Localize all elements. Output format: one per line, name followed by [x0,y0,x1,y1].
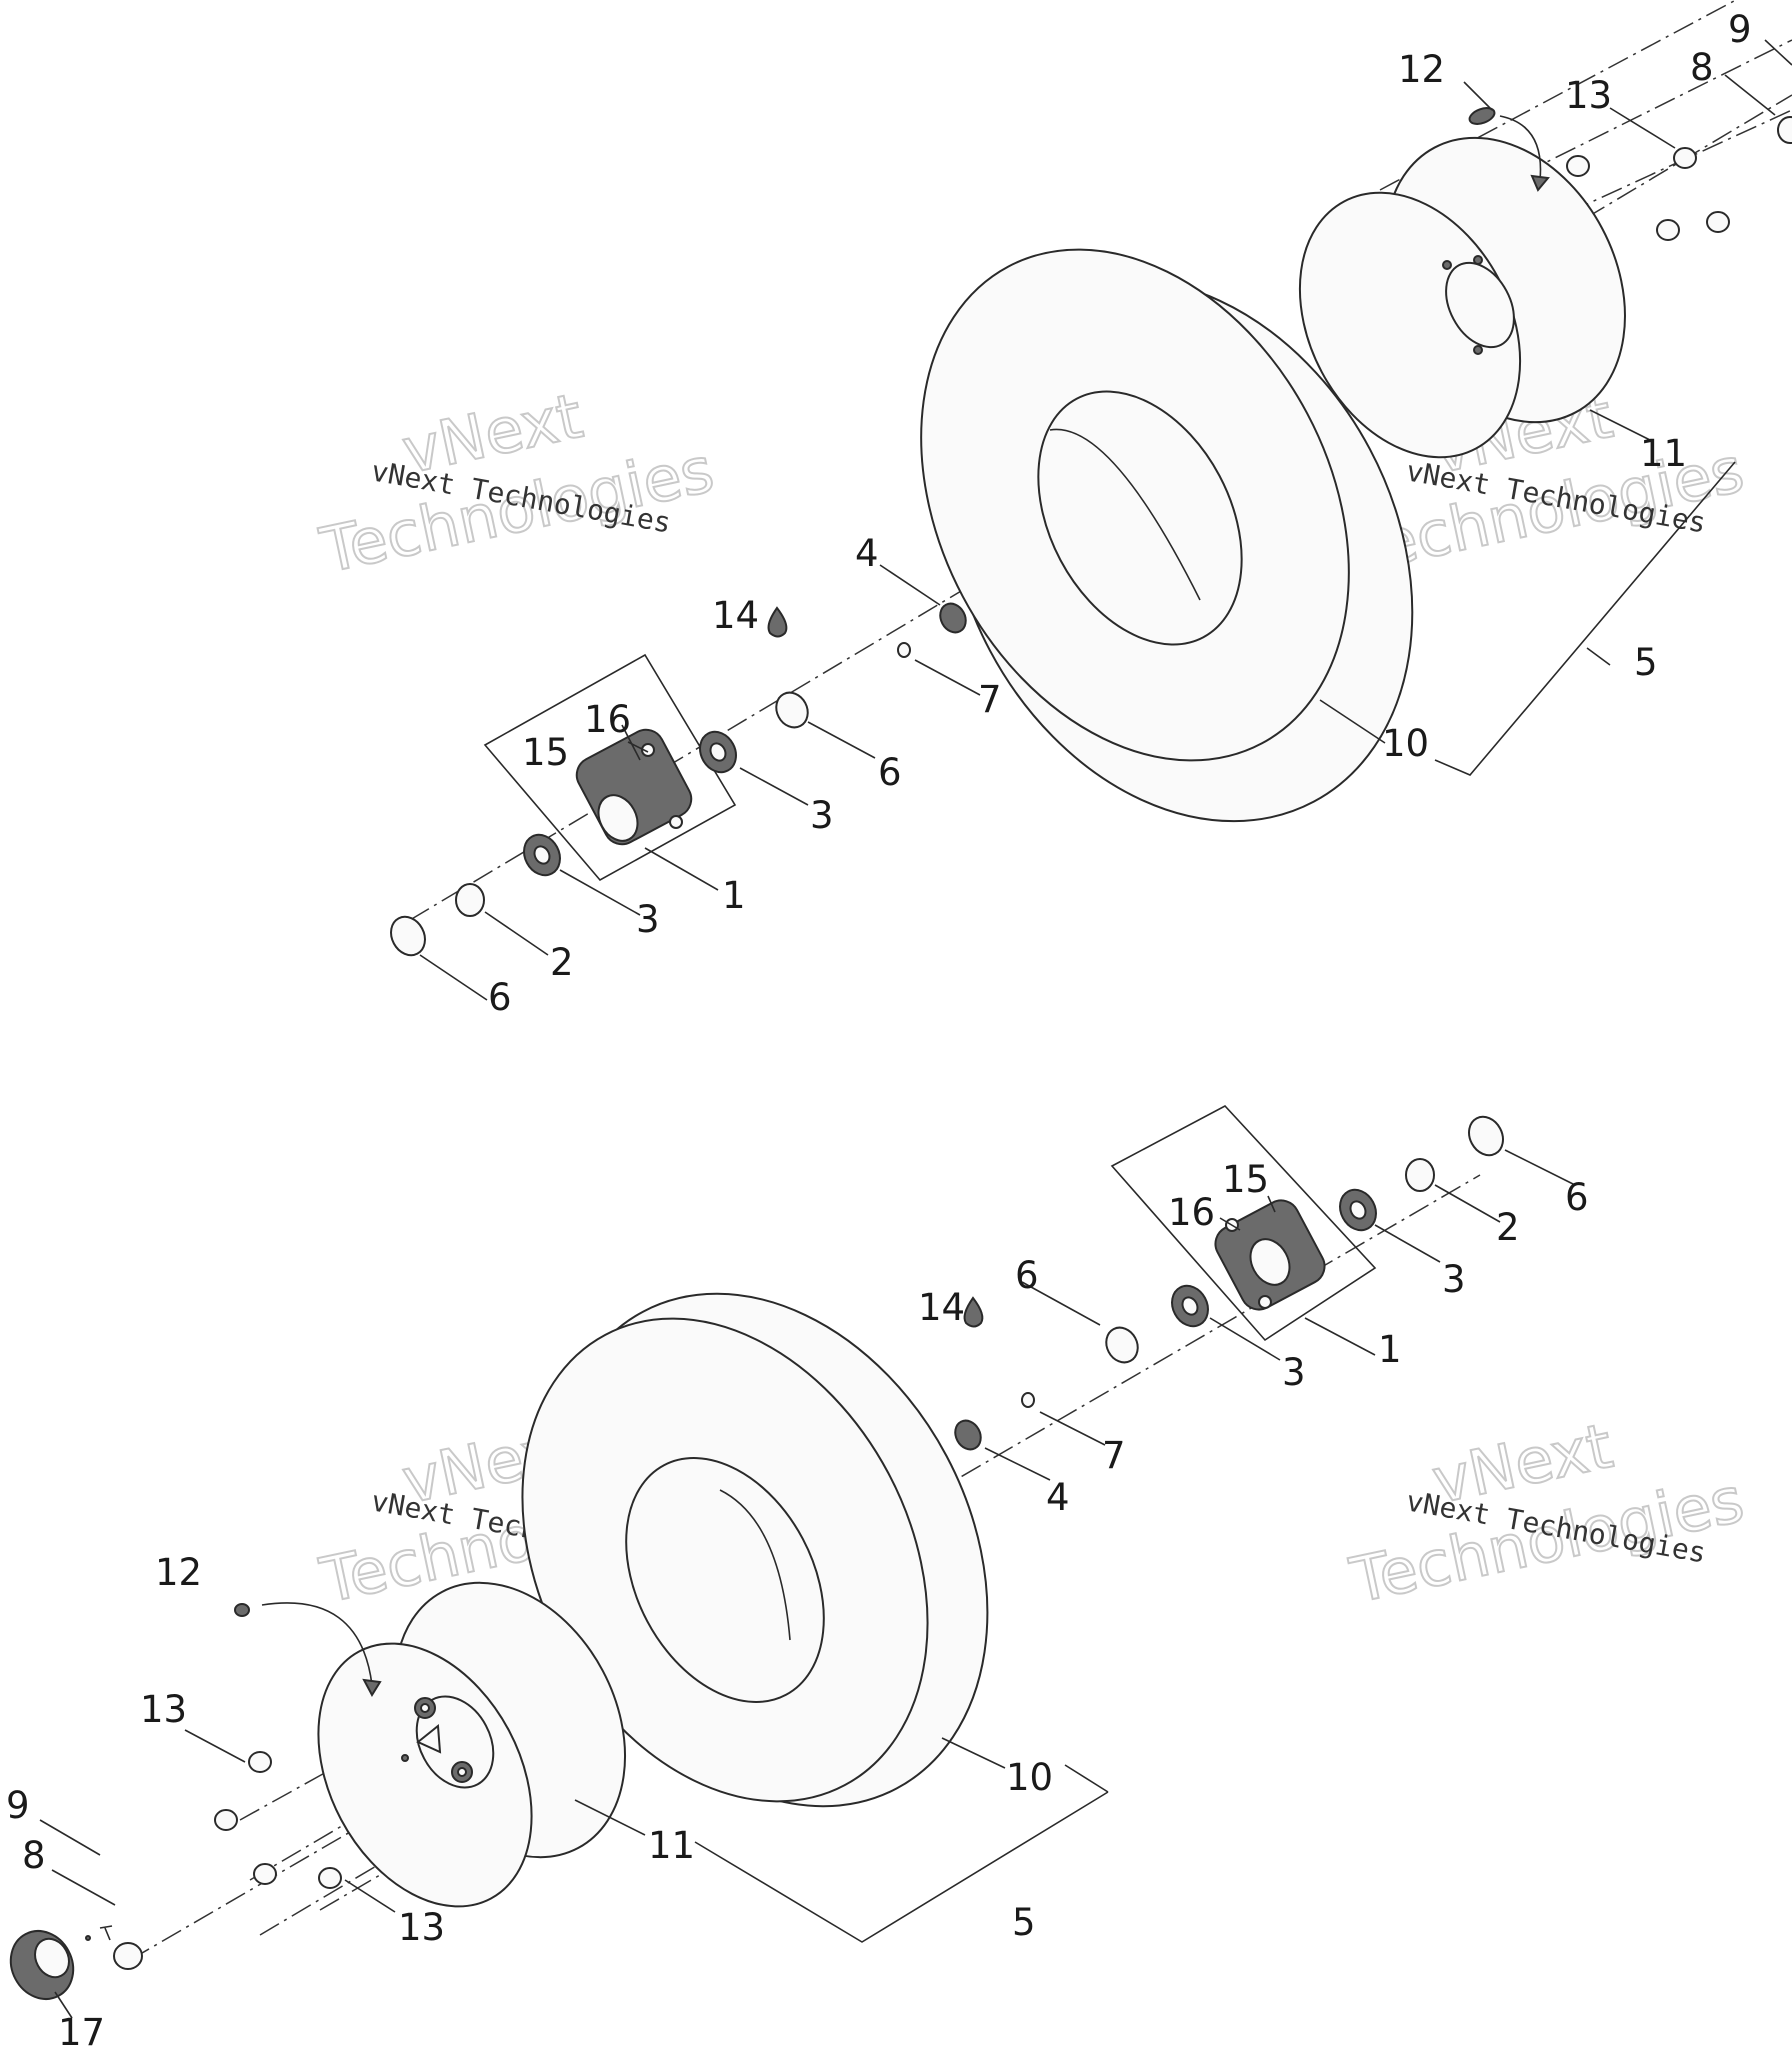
top-wheel-nuts [1468,107,1792,241]
top-callout-16: 16 [584,698,631,741]
bottom-grease-drop-icon [963,1296,984,1328]
top-callout-10: 10 [1382,722,1429,765]
bottom-callout-13a: 13 [140,1688,187,1731]
bottom-callout-15: 15 [1222,1158,1269,1201]
top-callout-7: 7 [978,678,1002,721]
bottom-callout-8: 8 [22,1834,46,1877]
bottom-callout-4: 4 [1046,1476,1070,1519]
bottom-callout-11: 11 [648,1824,695,1867]
watermark-top-left: vNext Technologies [313,378,721,588]
bottom-callout-3a: 3 [1442,1258,1466,1301]
top-washer [939,602,967,634]
bottom-callout-7: 7 [1102,1434,1126,1477]
bottom-callout-9: 9 [6,1784,30,1827]
bottom-wheel-assembly: 6 2 15 16 3 1 3 6 14 7 4 10 11 5 12 13 1… [6,1105,1589,2048]
bottom-assembly-bracket [694,1791,1109,1943]
top-hub-box [483,653,737,882]
bottom-callout-6b: 6 [1015,1254,1039,1297]
bottom-callout-14: 14 [918,1286,965,1329]
bottom-callout-5: 5 [1012,1901,1036,1944]
top-seal-outer [775,691,809,729]
top-callout-1: 1 [722,874,746,917]
bottom-callout-12: 12 [155,1551,202,1594]
bottom-hub-box [1110,1105,1377,1342]
top-callout-5: 5 [1634,641,1658,684]
top-callout-2: 2 [550,941,574,984]
top-stud-axis [1399,109,1792,291]
top-spacer [455,883,485,917]
bottom-seal-outer [1468,1115,1504,1157]
top-callout-3a: 3 [810,794,834,837]
top-callout-11: 11 [1640,432,1687,475]
bottom-callout-6a: 6 [1565,1176,1589,1219]
bottom-callout-17: 17 [58,2011,105,2048]
watermark-bottom-right: vNext Technologies [1343,1408,1751,1618]
bottom-assembly-bracket [1064,1764,1109,1793]
bottom-tire [521,1292,989,1808]
bottom-callout-3b: 3 [1282,1351,1306,1394]
top-wheel-assembly: 9 8 12 13 11 5 10 4 14 7 6 3 16 15 1 3 2… [390,0,1792,1019]
top-oring [897,642,911,658]
bottom-callout-13b: 13 [398,1906,445,1949]
top-assembly-bracket [1434,461,1736,776]
bottom-washer [954,1419,982,1451]
top-rim [1298,136,1626,459]
top-callout-14: 14 [712,594,759,637]
top-bolt-arrow [1499,115,1542,181]
bottom-oring [1021,1392,1035,1408]
top-callout-6a: 6 [878,751,902,794]
bottom-rim [317,1581,627,1908]
bottom-hub-cap [9,1930,91,2000]
top-callout-12: 12 [1398,48,1445,91]
top-callout-3b: 3 [636,898,660,941]
bottom-callout-1: 1 [1378,1328,1402,1371]
bottom-callout-10: 10 [1006,1756,1053,1799]
top-callout-6b: 6 [488,976,512,1019]
bottom-callout-2: 2 [1496,1206,1520,1249]
top-callout-8: 8 [1690,46,1714,89]
top-grease-drop-icon [767,606,788,638]
top-callout-4: 4 [855,532,879,575]
top-seal-inner [390,915,426,957]
top-tire [920,248,1414,823]
bottom-bolt-arrow [261,1602,373,1686]
top-callout-9: 9 [1728,8,1752,51]
bottom-wheel-nuts [99,1602,382,1970]
bottom-seal-inner [1105,1326,1139,1364]
bottom-spacer [1405,1158,1435,1192]
top-callout-15: 15 [522,731,569,774]
bottom-callout-16: 16 [1168,1191,1215,1234]
top-callout-13: 13 [1565,74,1612,117]
